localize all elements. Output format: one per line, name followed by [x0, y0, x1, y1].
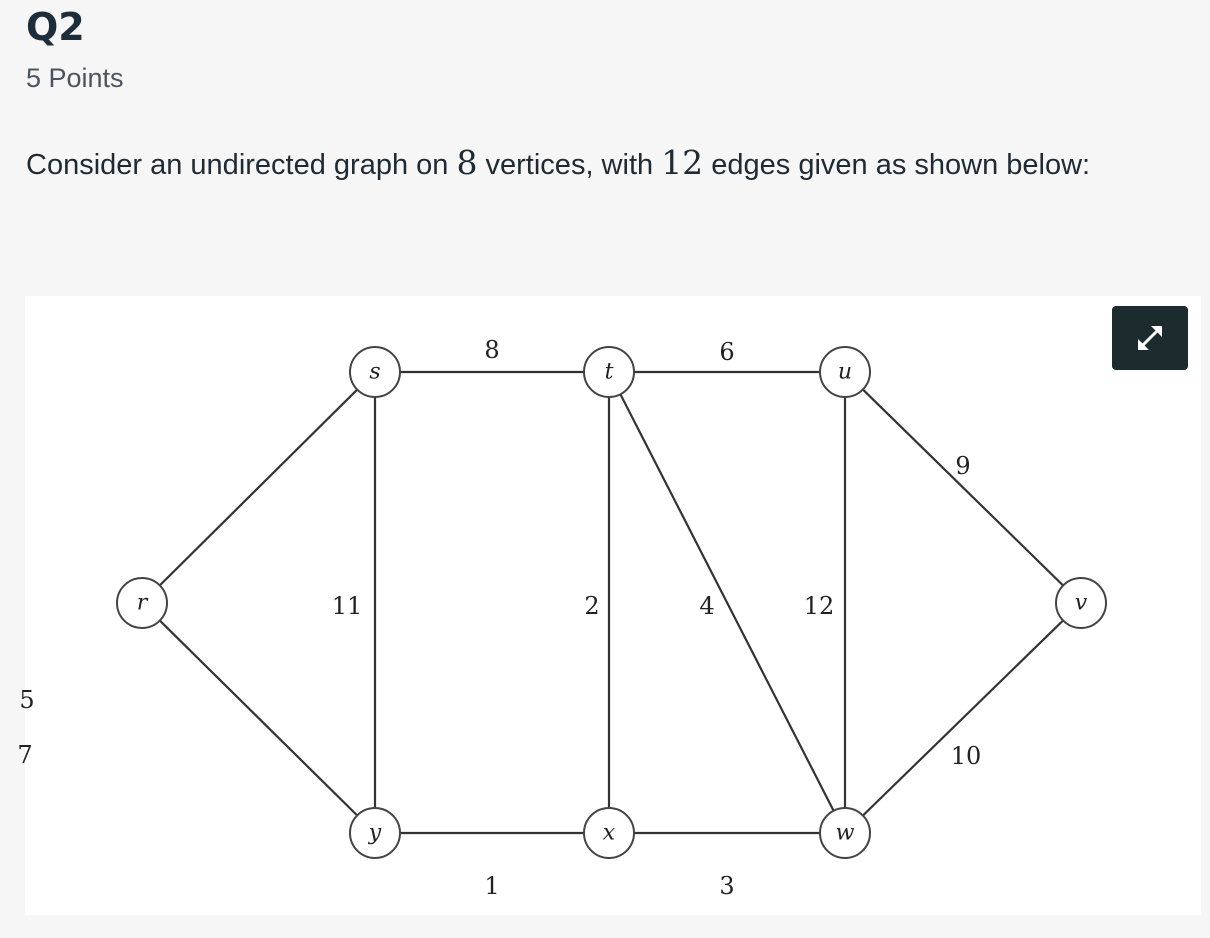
edge-weight-x-w: 3 — [719, 872, 734, 900]
vertex-count: 8 — [456, 143, 478, 182]
edge-weight-u-w: 12 — [804, 592, 835, 620]
vertex-w: w — [819, 807, 871, 859]
edge-weight-u-v: 9 — [955, 452, 970, 480]
edge-weight-r-y: 7 — [17, 741, 32, 769]
vertex-s: s — [349, 346, 401, 398]
vertex-label: s — [369, 360, 380, 385]
expand-button[interactable] — [1112, 306, 1188, 370]
edge-r-s — [141, 371, 376, 604]
vertex-label: w — [836, 821, 855, 846]
edge-weight-t-w: 4 — [699, 592, 714, 620]
graph-diagram: r s t u v w x y 5 7 8 11 6 2 4 12 9 10 1 3 — [17, 336, 1107, 900]
graph-figure: r s t u v w x y 5 7 8 11 6 2 4 12 9 10 1 3 — [17, 296, 1201, 915]
question-points: 5 Points — [26, 63, 124, 93]
edge-weight-v-w: 10 — [951, 742, 982, 770]
vertex-v: v — [1055, 577, 1107, 629]
vertex-label: r — [137, 591, 149, 616]
vertex-x: x — [583, 807, 635, 859]
question-text-part: Consider an undirected graph on — [26, 149, 457, 181]
vertex-label: t — [605, 360, 614, 385]
vertex-y: y — [349, 807, 401, 859]
edge-weight-t-u: 6 — [719, 338, 734, 366]
edge-weight-r-s: 5 — [19, 686, 34, 714]
vertex-label: x — [603, 821, 616, 846]
vertex-r: r — [116, 577, 168, 629]
question-text: Consider an undirected graph on 8 vertic… — [26, 136, 1146, 192]
expand-arrows-icon — [1138, 326, 1162, 350]
edge-u-v — [844, 371, 1082, 604]
edge-v-w — [844, 602, 1082, 834]
vertex-t: t — [583, 346, 635, 398]
vertex-label: u — [838, 360, 852, 385]
edge-weight-s-t: 8 — [484, 336, 499, 364]
question-text-part: edges given as shown below: — [703, 149, 1091, 181]
edge-r-y — [141, 602, 376, 834]
edge-count: 12 — [661, 143, 704, 182]
vertex-label: y — [368, 821, 382, 846]
vertex-u: u — [819, 346, 871, 398]
question-title: Q2 — [26, 5, 85, 49]
question-text-part: vertices, with — [477, 149, 662, 181]
edge-weight-t-x: 2 — [584, 592, 599, 620]
edge-weight-y-x: 1 — [484, 872, 499, 900]
edge-t-w — [608, 371, 846, 834]
vertex-label: v — [1075, 591, 1088, 616]
edge-weight-s-y: 11 — [332, 592, 363, 620]
